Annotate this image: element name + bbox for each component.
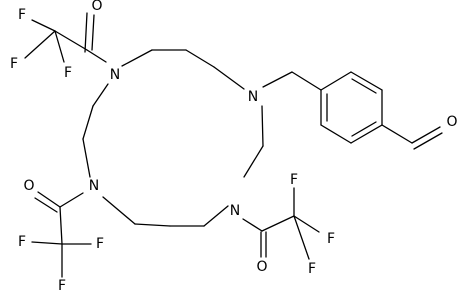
bond xyxy=(54,30,65,63)
nitrogen-atom: N xyxy=(248,89,258,105)
fluorine-atom: F xyxy=(10,56,18,72)
nitrogen-atom: N xyxy=(230,203,240,219)
bond xyxy=(34,197,58,213)
nitrogen-atom: N xyxy=(110,67,120,83)
bond xyxy=(82,138,91,178)
bond xyxy=(86,49,107,63)
bond xyxy=(24,30,56,59)
bond xyxy=(102,196,136,225)
bond xyxy=(291,71,322,91)
bond xyxy=(59,206,63,245)
bond xyxy=(320,71,352,91)
fluorine-atom: F xyxy=(64,65,72,81)
fluorine-atom: F xyxy=(18,234,26,250)
bond xyxy=(121,49,153,67)
bond xyxy=(31,241,63,245)
bond xyxy=(320,124,352,144)
fluorine-atom: F xyxy=(308,261,316,277)
fluorine-atom: F xyxy=(327,231,335,247)
bond xyxy=(293,215,320,233)
bond xyxy=(261,105,264,147)
bond xyxy=(350,71,383,91)
bond xyxy=(84,12,88,53)
bond xyxy=(243,145,264,178)
fluorine-atom: F xyxy=(96,236,104,252)
nitrogen-atom: N xyxy=(89,178,99,194)
bond xyxy=(82,105,94,140)
atom-labels: N N N N O O O O F F F F F F F F F xyxy=(10,0,458,294)
bond xyxy=(293,215,310,260)
oxygen-atom: O xyxy=(446,114,457,130)
bond xyxy=(91,14,95,51)
bond xyxy=(134,223,171,227)
fluorine-atom: F xyxy=(18,7,26,23)
bond xyxy=(54,30,88,51)
bond xyxy=(242,218,263,232)
bond xyxy=(381,124,413,144)
fluorine-atom: F xyxy=(290,172,298,188)
bond xyxy=(59,192,84,208)
oxygen-atom: O xyxy=(91,0,102,14)
oxygen-atom: O xyxy=(256,259,267,275)
bond xyxy=(31,19,56,32)
bond xyxy=(92,83,109,107)
bond xyxy=(411,126,441,144)
bond xyxy=(185,49,215,68)
bond xyxy=(413,132,443,150)
fluorine-atom: F xyxy=(58,278,66,294)
bond xyxy=(262,71,293,88)
bond xyxy=(203,205,229,227)
bond xyxy=(351,78,377,94)
bond xyxy=(261,215,295,232)
bond xyxy=(351,121,377,137)
oxygen-atom: O xyxy=(23,178,34,194)
bond xyxy=(213,66,245,90)
bonds xyxy=(24,12,443,278)
bond xyxy=(37,191,61,208)
bond xyxy=(350,124,383,144)
